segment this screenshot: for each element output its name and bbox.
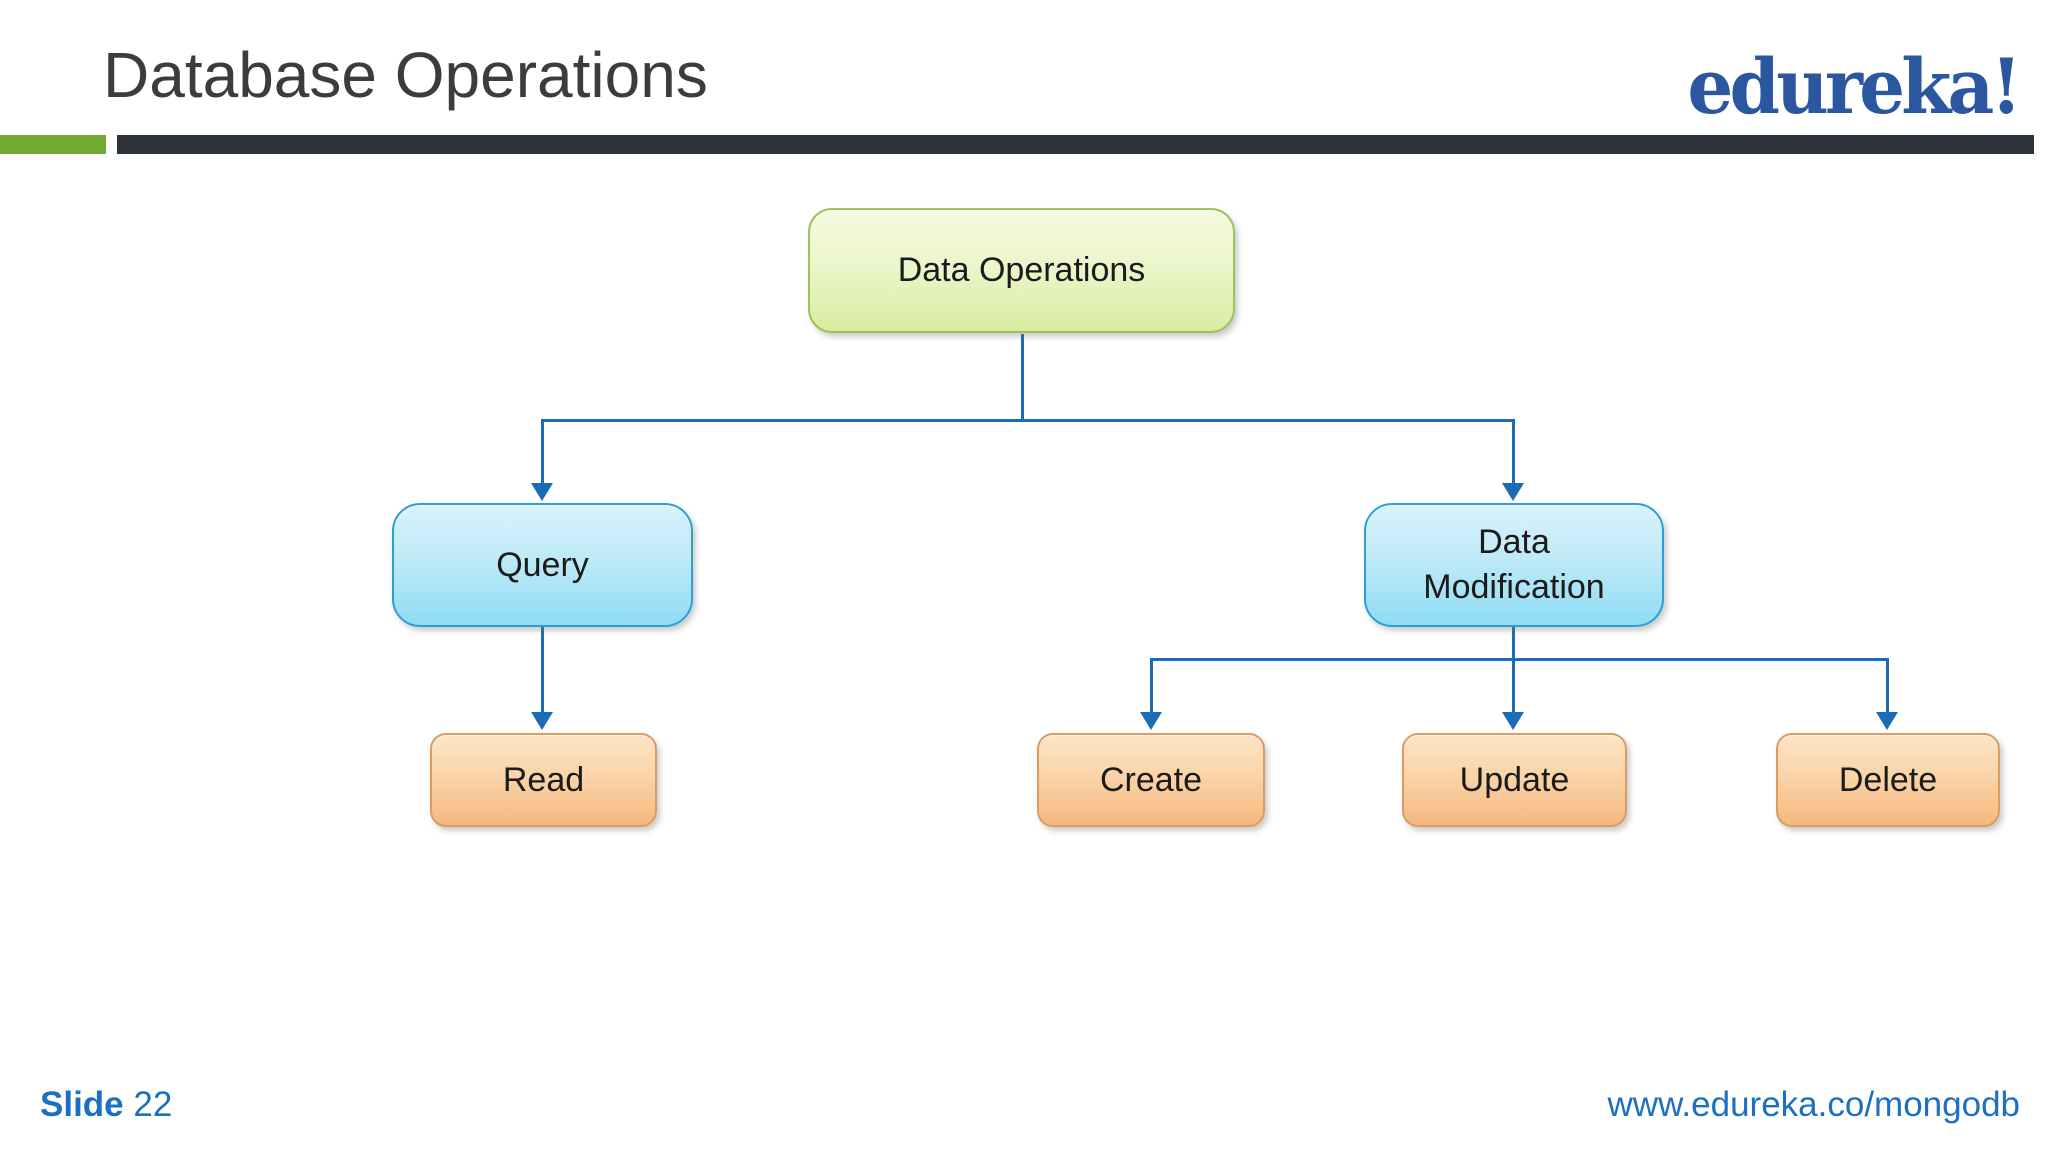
arrow-down-icon xyxy=(1502,712,1524,730)
slide-number: Slide 22 xyxy=(40,1085,172,1125)
footer-url: www.edureka.co/mongodb xyxy=(1607,1085,2020,1124)
arrow-down-icon xyxy=(1140,712,1162,730)
slide-number-label: Slide xyxy=(40,1085,124,1124)
slide-number-value: 22 xyxy=(133,1085,173,1124)
accent-bar-green xyxy=(0,135,106,154)
connector-root-drop xyxy=(1021,334,1024,421)
accent-bar-dark xyxy=(117,135,2034,154)
arrow-down-icon xyxy=(531,712,553,730)
connector-to-update xyxy=(1512,658,1515,714)
arrow-down-icon xyxy=(1502,483,1524,501)
node-update: Update xyxy=(1402,733,1627,827)
node-data-operations: Data Operations xyxy=(808,208,1235,333)
node-data-modification: Data Modification xyxy=(1364,503,1664,627)
node-query: Query xyxy=(392,503,693,627)
connector-to-data-modification xyxy=(1512,419,1515,485)
connector-level2-branch xyxy=(541,419,1515,422)
node-create: Create xyxy=(1037,733,1265,827)
connector-to-create xyxy=(1150,658,1153,714)
connector-to-query xyxy=(541,419,544,485)
edureka-logo: edureka! xyxy=(1686,42,2022,131)
node-read: Read xyxy=(430,733,657,827)
connector-to-delete xyxy=(1886,658,1889,714)
connector-datamod-drop xyxy=(1512,627,1515,660)
node-delete: Delete xyxy=(1776,733,2000,827)
connector-level3-branch xyxy=(1150,658,1889,661)
arrow-down-icon xyxy=(531,483,553,501)
page-title: Database Operations xyxy=(103,39,708,111)
connector-to-read xyxy=(541,627,544,714)
arrow-down-icon xyxy=(1876,712,1898,730)
